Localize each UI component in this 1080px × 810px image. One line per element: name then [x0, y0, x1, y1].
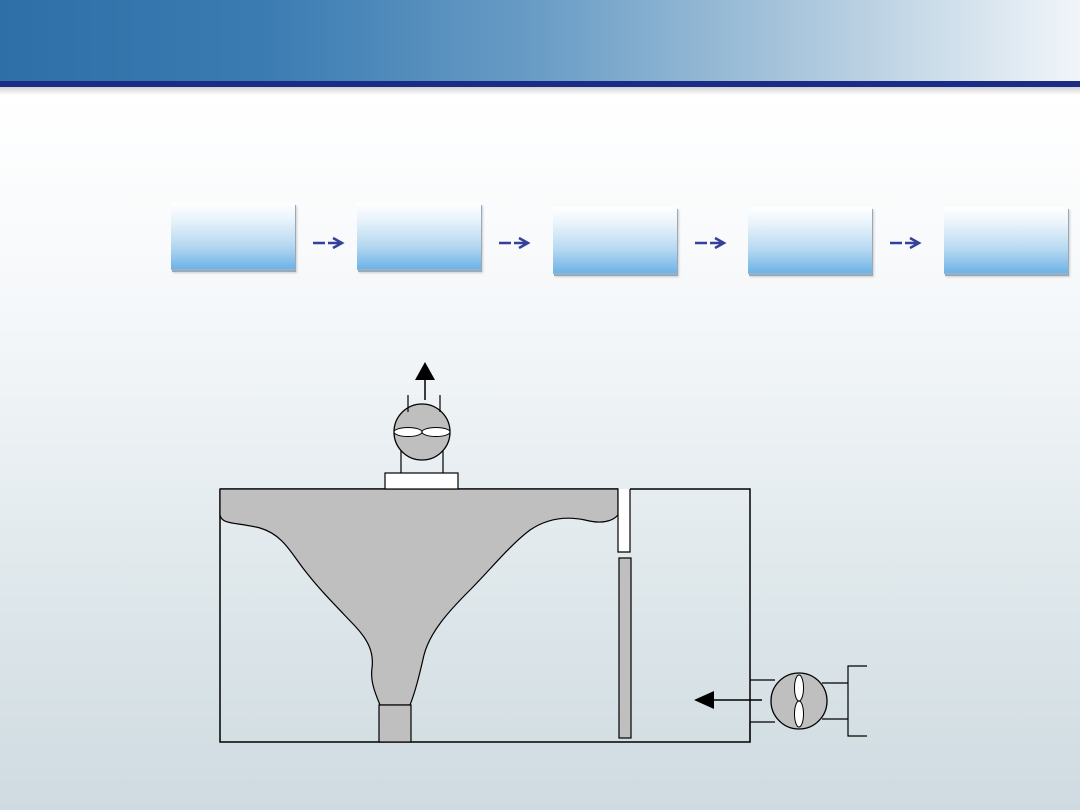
inlet-duct — [630, 488, 751, 680]
inlet-bracket — [847, 665, 867, 737]
inlet-fan-icon — [770, 672, 828, 730]
header-band — [0, 0, 1080, 81]
flow-arrow-3 — [695, 236, 727, 250]
process-step-5 — [944, 207, 1068, 274]
process-step-4 — [748, 207, 872, 274]
process-step-1 — [171, 203, 295, 270]
inlet-arrow — [694, 691, 762, 709]
flow-arrow-4 — [890, 236, 922, 250]
lower-baffle — [618, 557, 632, 739]
flow-arrow-2 — [499, 236, 531, 250]
header-shadow — [0, 87, 1080, 95]
header-rule — [0, 81, 1080, 87]
exhaust-arrow — [415, 362, 435, 400]
plume-region — [219, 488, 619, 706]
exhaust-collar — [384, 472, 459, 490]
process-step-3 — [553, 207, 677, 274]
bottom-outlet — [378, 704, 412, 743]
upper-baffle — [617, 489, 631, 553]
process-step-2 — [357, 203, 481, 270]
flow-arrow-1 — [313, 236, 345, 250]
exhaust-fan-icon — [393, 403, 451, 461]
